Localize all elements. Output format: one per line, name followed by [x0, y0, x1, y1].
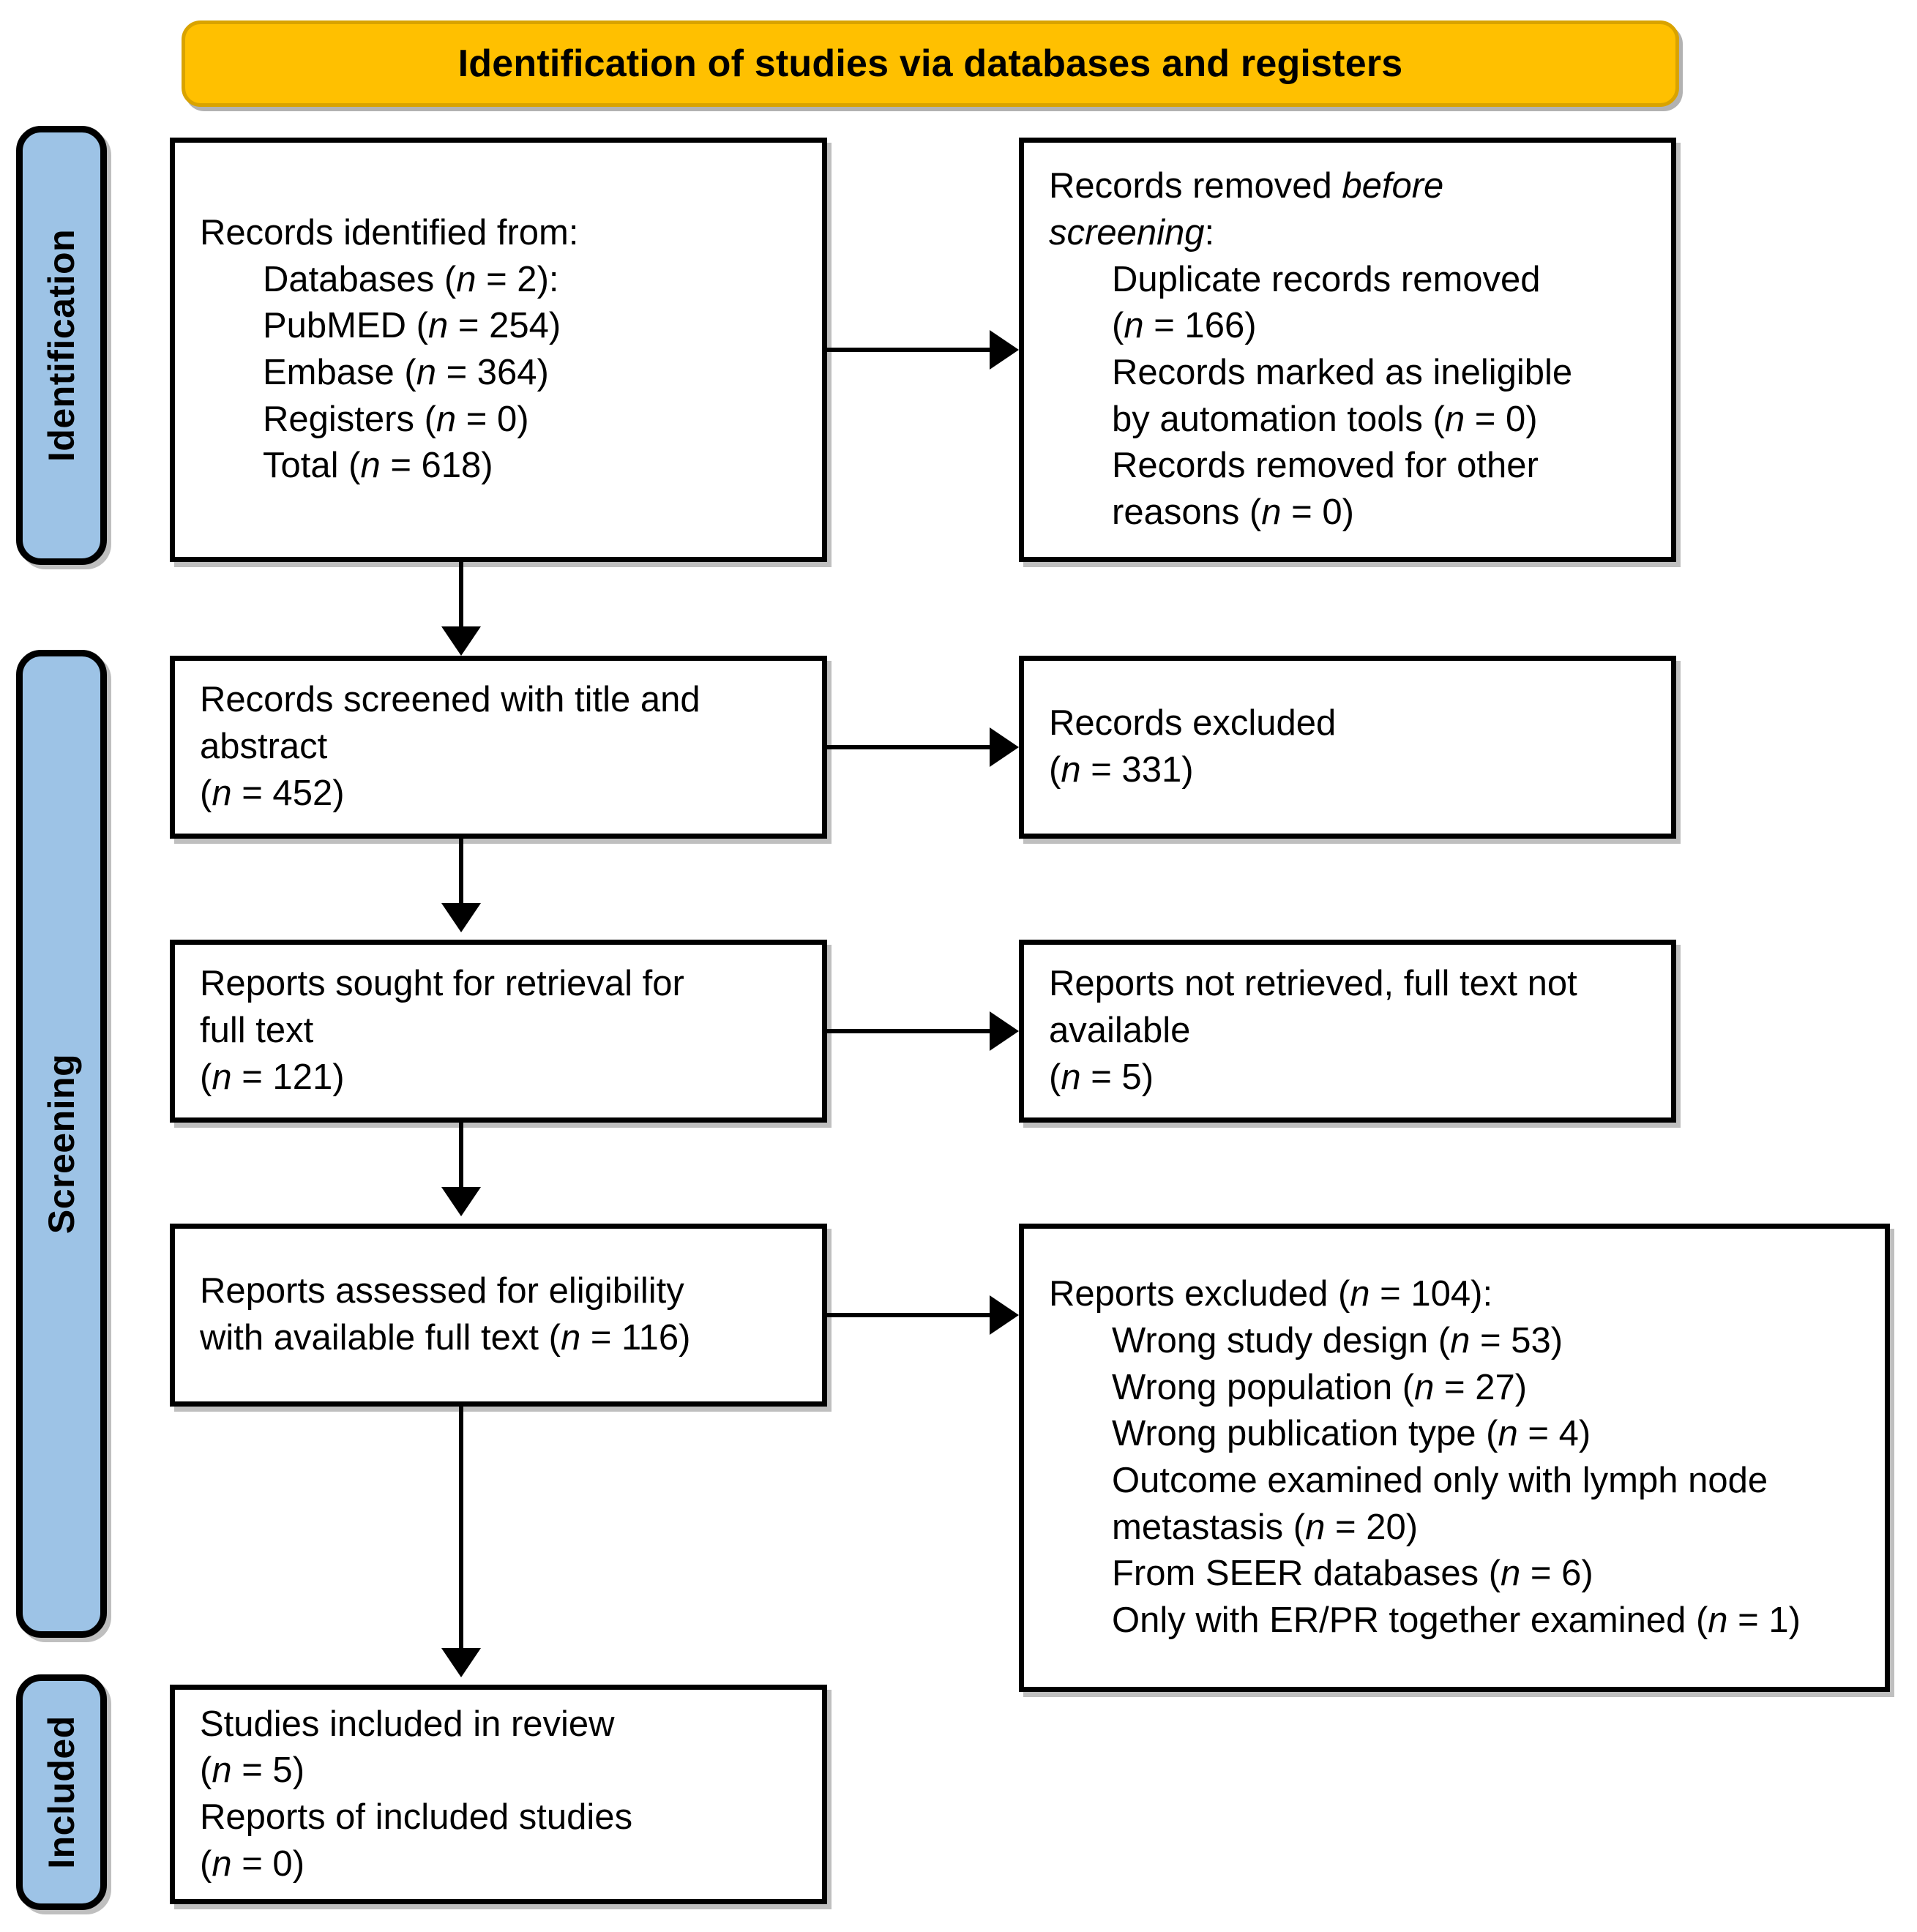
- box-reports-excluded-reasons: Reports excluded (n = 104): Wrong study d…: [1019, 1224, 1890, 1692]
- arrowhead-assessed-to-excluded-reasons: [990, 1295, 1019, 1335]
- stage-label-included: Included: [16, 1674, 107, 1910]
- box-line: screening:: [1049, 212, 1215, 252]
- box-reports-sought: Reports sought for retrieval for full tex…: [170, 940, 827, 1123]
- arrowhead-screened-to-excluded: [990, 727, 1019, 767]
- box-line: with available full text (n = 116): [200, 1318, 691, 1358]
- box-line: Records removed for other: [1112, 446, 1539, 486]
- box-reports-not-retrieved: Reports not retrieved, full text not avai…: [1019, 940, 1676, 1123]
- box-line: Records marked as ineligible: [1112, 353, 1573, 392]
- box-line: Records excluded: [1049, 703, 1337, 744]
- diagram-header-banner: Identification of studies via databases …: [182, 20, 1679, 107]
- box-line: Wrong study design (n = 53): [1112, 1320, 1563, 1360]
- connector-screened-to-sought: [459, 839, 463, 906]
- connector-sought-to-not-retrieved: [827, 1029, 990, 1033]
- box-line: reasons (n = 0): [1112, 493, 1354, 533]
- box-records-excluded-text: Records excluded (n = 331): [1024, 700, 1671, 793]
- box-records-removed: Records removed before screening: Duplicat…: [1019, 138, 1676, 562]
- box-line: (n = 5): [1049, 1057, 1154, 1097]
- box-line: Records identified from:: [200, 212, 579, 252]
- box-line: Reports excluded (n = 104):: [1049, 1274, 1493, 1314]
- box-studies-included: Studies included in review (n = 5) Reports…: [170, 1685, 827, 1904]
- box-line: full text: [200, 1011, 314, 1051]
- box-line: Wrong publication type (n = 4): [1112, 1414, 1591, 1454]
- box-reports-assessed: Reports assessed for eligibility with ava…: [170, 1224, 827, 1407]
- connector-sought-to-assessed: [459, 1123, 463, 1190]
- box-studies-included-text: Studies included in review (n = 5) Reports…: [175, 1701, 822, 1888]
- box-line: Reports of included studies: [200, 1797, 633, 1837]
- box-line: Outcome examined only with lymph node: [1112, 1461, 1768, 1500]
- connector-screened-to-excluded: [827, 745, 990, 749]
- box-line: (n = 331): [1049, 750, 1194, 790]
- box-line: Duplicate records removed: [1112, 259, 1541, 299]
- box-line: (n = 121): [200, 1057, 345, 1097]
- box-line: Total (n = 618): [263, 446, 493, 486]
- box-line: Reports assessed for eligibility: [200, 1271, 684, 1311]
- stage-label-screening: Screening: [16, 650, 107, 1638]
- box-records-identified-text: Records identified from: Databases (n = 2…: [175, 210, 822, 490]
- box-records-screened: Records screened with title and abstract (…: [170, 656, 827, 839]
- box-line: Records screened with title and: [200, 680, 700, 720]
- connector-identified-to-removed: [827, 348, 990, 352]
- stage-identification-text: Identification: [41, 228, 82, 463]
- box-line: (n = 5): [200, 1751, 305, 1791]
- box-records-screened-text: Records screened with title and abstract (…: [175, 677, 822, 817]
- box-line: Wrong population (n = 27): [1112, 1367, 1528, 1407]
- box-line: (n = 452): [200, 773, 345, 813]
- connector-assessed-to-included: [459, 1407, 463, 1651]
- box-line: abstract: [200, 727, 328, 767]
- box-line: Reports not retrieved, full text not: [1049, 964, 1577, 1004]
- box-line: Records removed before: [1049, 166, 1444, 206]
- stage-included-text: Included: [41, 1715, 82, 1869]
- arrowhead-screened-to-sought: [441, 903, 481, 932]
- arrowhead-identified-to-screened: [441, 626, 481, 656]
- box-line: metastasis (n = 20): [1112, 1507, 1419, 1547]
- box-line: Registers (n = 0): [263, 399, 529, 439]
- arrowhead-assessed-to-included: [441, 1648, 481, 1677]
- box-line: Embase (n = 364): [263, 353, 549, 392]
- box-line: (n = 166): [1112, 306, 1257, 346]
- box-line: Databases (n = 2):: [263, 259, 559, 299]
- stage-screening-text: Screening: [41, 1053, 82, 1235]
- box-reports-assessed-text: Reports assessed for eligibility with ava…: [175, 1268, 822, 1361]
- box-line: PubMED (n = 254): [263, 306, 561, 346]
- box-line: From SEER databases (n = 6): [1112, 1554, 1593, 1594]
- box-line: Only with ER/PR together examined (n = 1…: [1112, 1600, 1801, 1641]
- box-line: Studies included in review: [200, 1704, 615, 1744]
- box-line: Reports sought for retrieval for: [200, 964, 684, 1004]
- arrowhead-sought-to-not-retrieved: [990, 1011, 1019, 1051]
- stage-label-identification: Identification: [16, 126, 107, 565]
- box-line: (n = 0): [200, 1843, 305, 1884]
- connector-assessed-to-excluded-reasons: [827, 1313, 990, 1317]
- box-records-excluded: Records excluded (n = 331): [1019, 656, 1676, 839]
- box-line: by automation tools (n = 0): [1112, 399, 1538, 439]
- page-title: Identification of studies via databases …: [457, 42, 1403, 85]
- box-records-identified: Records identified from: Databases (n = 2…: [170, 138, 827, 562]
- connector-identified-to-screened: [459, 562, 463, 629]
- arrowhead-sought-to-assessed: [441, 1187, 481, 1216]
- box-records-removed-text: Records removed before screening: Duplicat…: [1024, 163, 1671, 536]
- box-line: available: [1049, 1011, 1191, 1051]
- box-reports-excluded-reasons-text: Reports excluded (n = 104): Wrong study d…: [1024, 1271, 1885, 1644]
- box-reports-sought-text: Reports sought for retrieval for full tex…: [175, 961, 822, 1101]
- arrowhead-identified-to-removed: [990, 330, 1019, 370]
- box-reports-not-retrieved-text: Reports not retrieved, full text not avai…: [1024, 961, 1671, 1101]
